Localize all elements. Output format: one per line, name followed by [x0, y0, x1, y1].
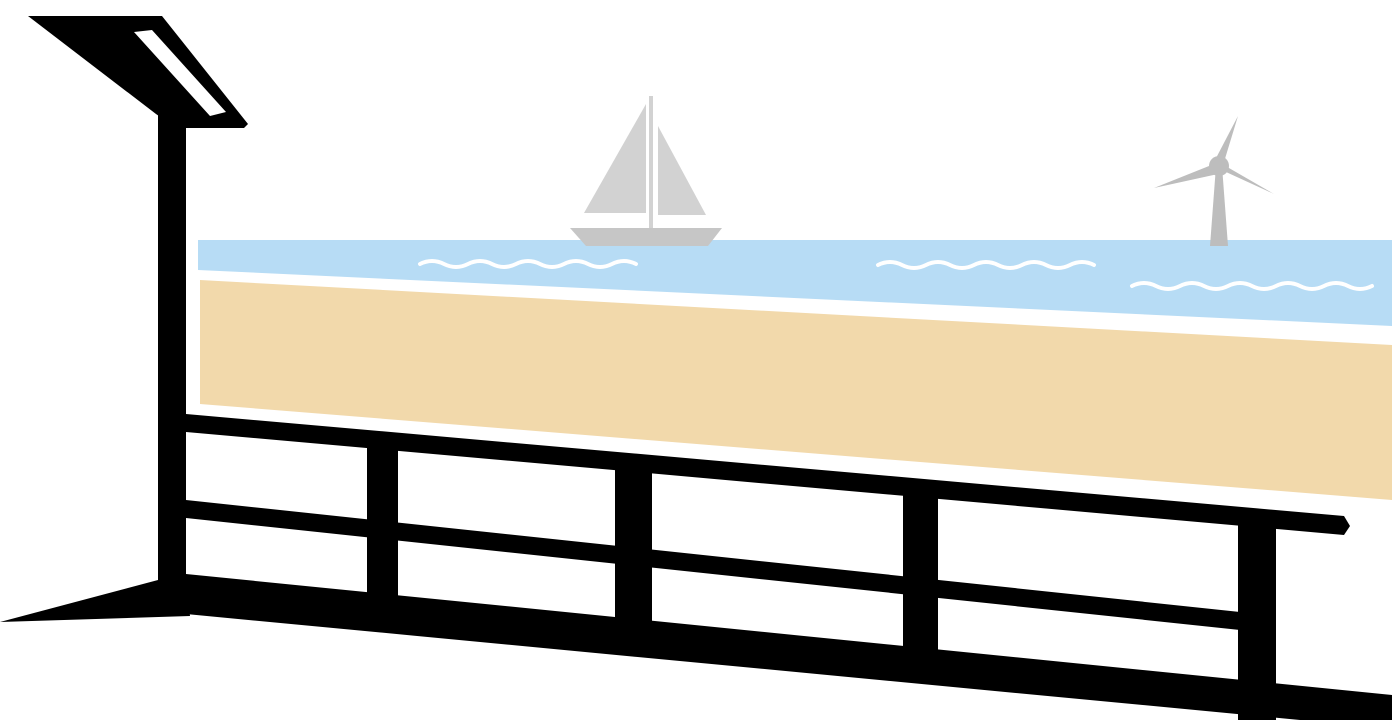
- wind-turbine-icon: [1154, 116, 1274, 246]
- sailboat-mast: [649, 96, 653, 228]
- railing-post-4: [1238, 520, 1276, 720]
- lamp-head: [28, 16, 248, 128]
- railing-middle-rail: [186, 500, 1240, 630]
- beach-sand: [200, 280, 1392, 500]
- wave-left: [418, 259, 638, 269]
- sailboat-mainsail: [584, 104, 646, 213]
- street-lamp-icon: [0, 16, 248, 622]
- wave-middle: [876, 260, 1096, 270]
- lamp-pole: [158, 112, 186, 592]
- lamp-base: [0, 580, 190, 622]
- lamp-glass: [134, 30, 226, 116]
- turbine-blade-right: [1222, 164, 1274, 194]
- turbine-blade-up: [1214, 116, 1238, 162]
- railing: [186, 414, 1392, 720]
- turbine-blade-left: [1154, 164, 1218, 188]
- sailboat-jib: [658, 126, 706, 215]
- sea: [198, 240, 1392, 326]
- turbine-tower: [1210, 166, 1228, 246]
- sea-band: [198, 240, 1392, 326]
- railing-base: [186, 574, 1392, 720]
- sailboat-icon: [570, 96, 722, 246]
- sailboat-hull: [570, 228, 722, 246]
- turbine-hub: [1209, 156, 1229, 176]
- wave-right: [1130, 281, 1374, 291]
- railing-top-rail: [186, 414, 1350, 535]
